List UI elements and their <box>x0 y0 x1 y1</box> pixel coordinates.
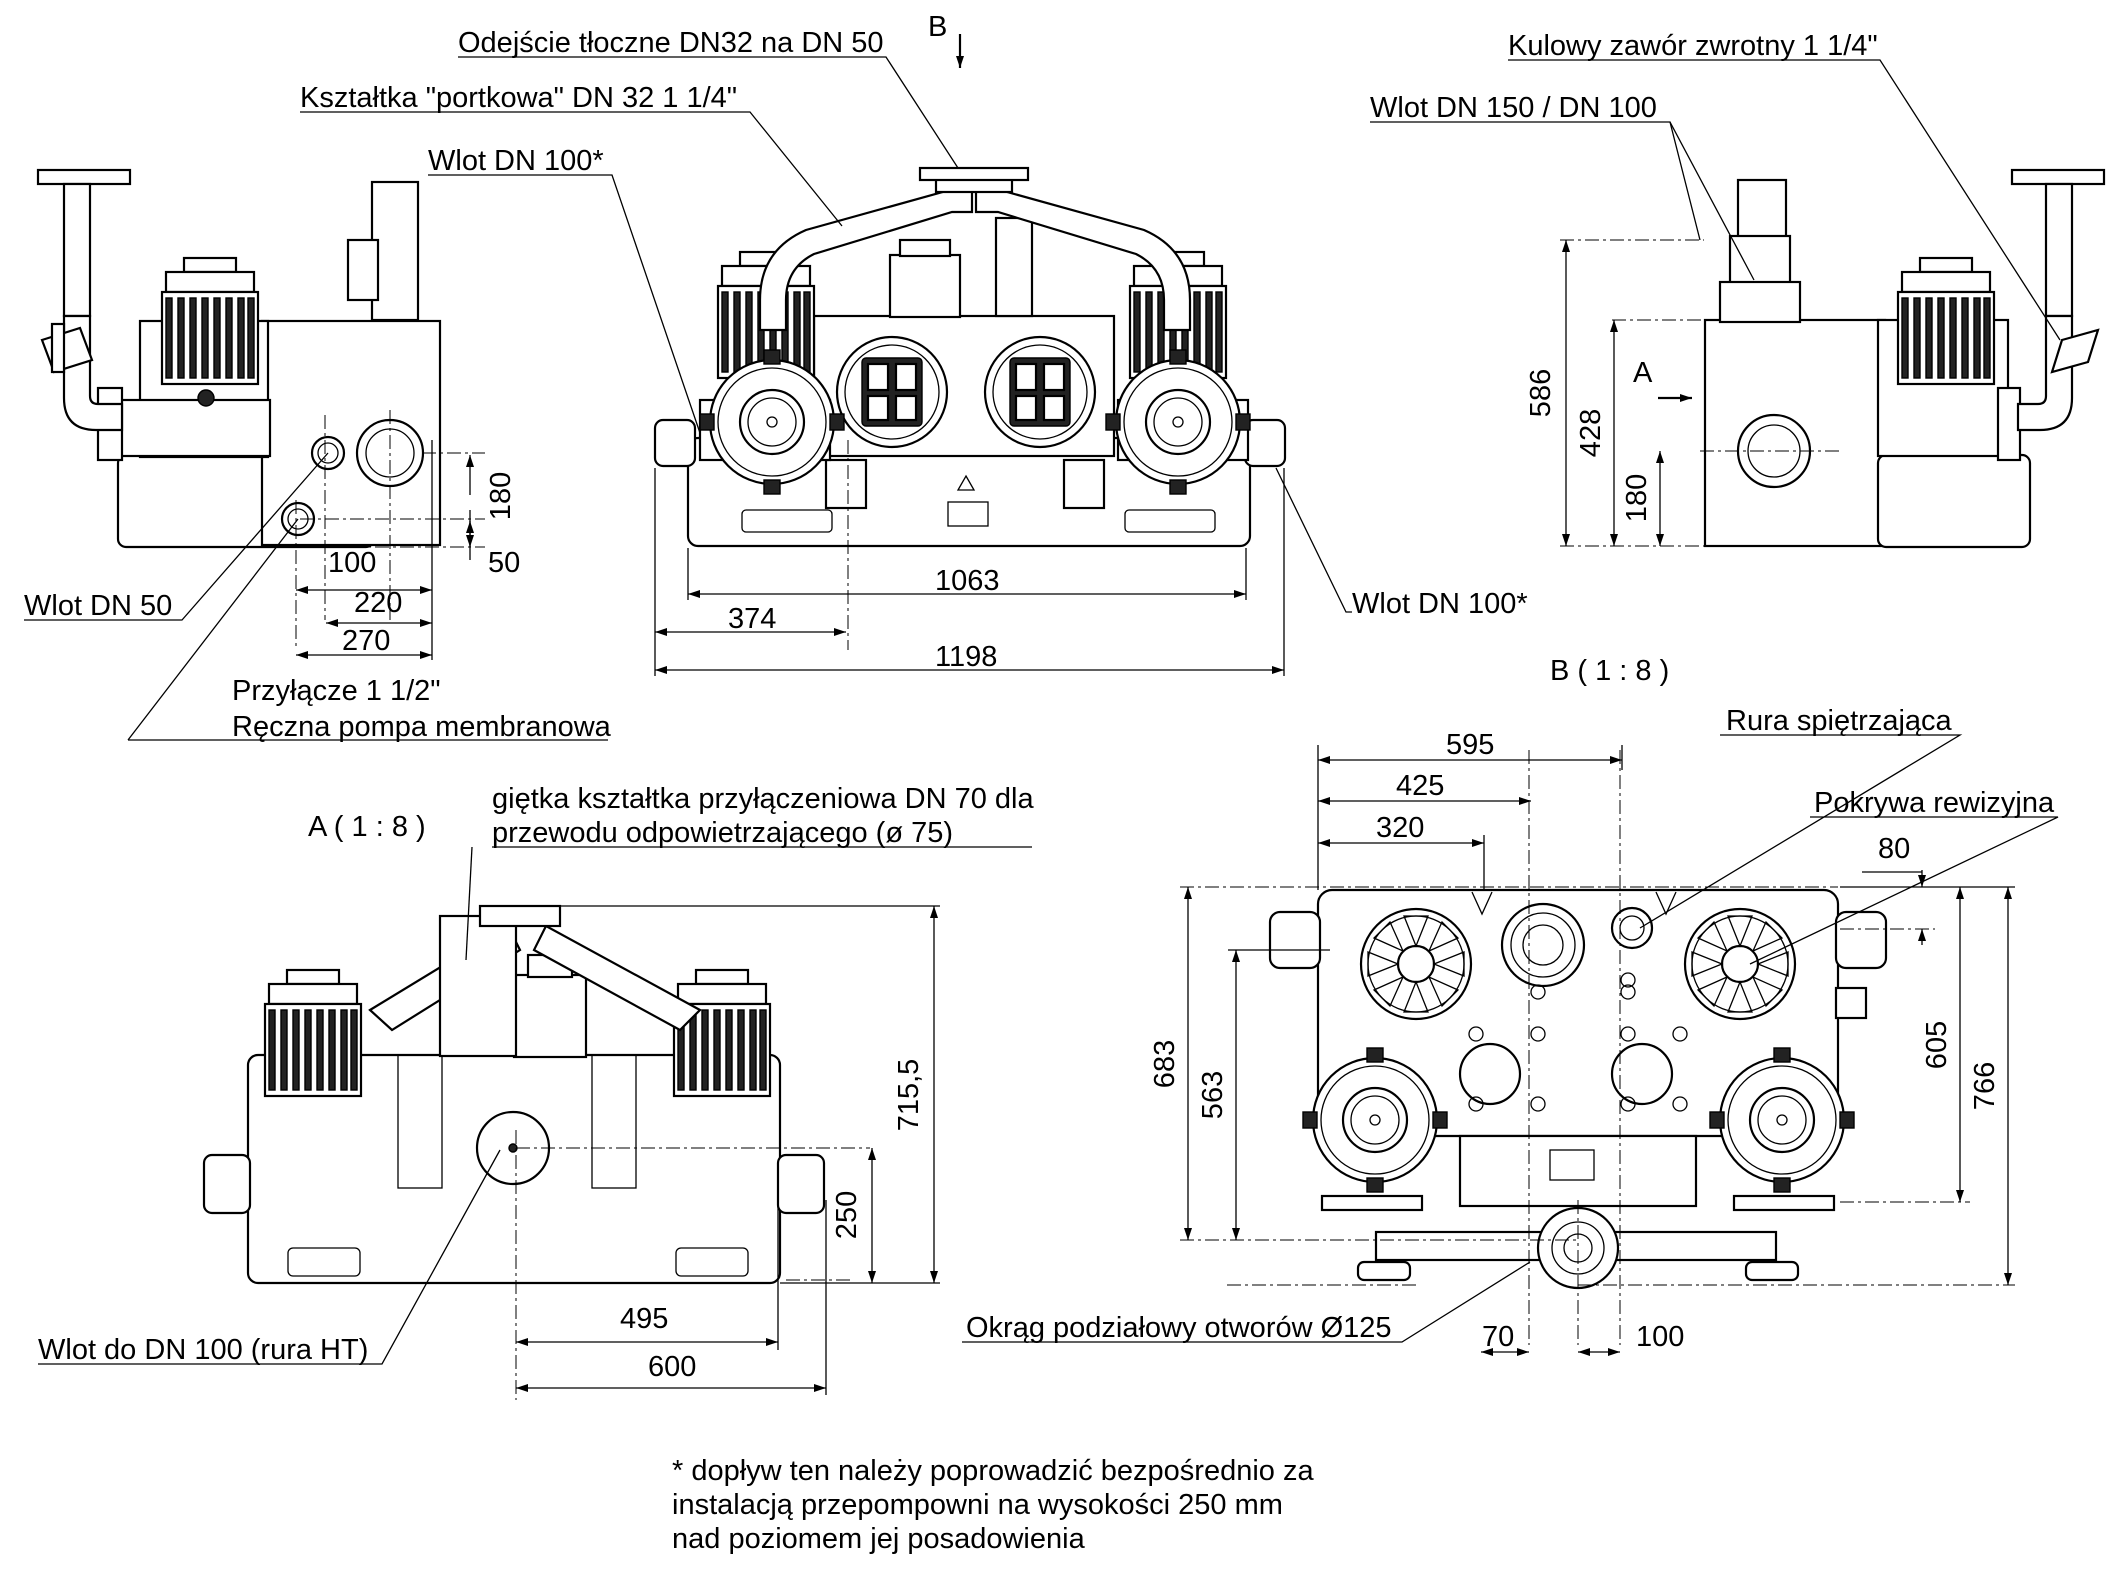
dim-50: 50 <box>488 547 520 579</box>
view-a-label: A ( 1 : 8 ) <box>308 811 426 843</box>
dim-100-b: 100 <box>1636 1321 1684 1353</box>
view-a <box>202 904 870 1400</box>
callout-vent-fitting-line1: giętka kształtka przyłączeniowa DN 70 dl… <box>492 783 1034 815</box>
dim-180-left: 180 <box>485 472 517 520</box>
dim-100: 100 <box>328 547 376 579</box>
callout-labels: Odejście tłoczne DN32 na DN 50 Kształtka… <box>24 27 2055 1366</box>
footnote-line1: * dopływ ten należy poprowadzić bezpośre… <box>672 1455 1314 1487</box>
callout-inspection-cover: Pokrywa rewizyjna <box>1814 787 2055 819</box>
front-view <box>653 166 1287 650</box>
callout-inlet-dn50: Wlot DN 50 <box>24 590 172 622</box>
callout-bolt-circle: Okrąg podziałowy otworów Ø125 <box>966 1312 1392 1344</box>
dim-428: 428 <box>1575 409 1607 457</box>
footnote: * dopływ ten należy poprowadzić bezpośre… <box>672 1455 1314 1555</box>
dim-250: 250 <box>831 1191 863 1239</box>
dim-320: 320 <box>1376 812 1424 844</box>
view-marker-b: B <box>928 11 947 43</box>
dim-600: 600 <box>648 1351 696 1383</box>
dimension-labels: 180 50 100 220 270 1063 374 1198 586 428… <box>328 369 2001 1383</box>
dim-766: 766 <box>1969 1062 2001 1110</box>
callout-inlet-dn150-100: Wlot DN 150 / DN 100 <box>1370 92 1657 124</box>
dim-563: 563 <box>1197 1071 1229 1119</box>
callout-inlet-dn100-top: Wlot DN 100* <box>428 145 604 177</box>
view-marker-a: A <box>1633 357 1653 389</box>
callout-inlet-dn100-right: Wlot DN 100* <box>1352 588 1528 620</box>
dim-586: 586 <box>1525 369 1557 417</box>
callout-trouser-fitting: Kształtka "portkowa" DN 32 1 1/4" <box>300 82 737 114</box>
dim-1198: 1198 <box>935 641 997 673</box>
dimension-lines <box>296 240 2015 1395</box>
footnote-line2: instalacją przepompowni na wysokości 250… <box>672 1489 1283 1521</box>
view-b-label: B ( 1 : 8 ) <box>1550 655 1669 687</box>
dim-425: 425 <box>1396 770 1444 802</box>
callout-inlet-ht: Wlot do DN 100 (rura HT) <box>38 1334 368 1366</box>
dim-715-5: 715,5 <box>893 1059 925 1132</box>
leader-lines <box>24 56 2061 1365</box>
view-b <box>1180 750 2015 1345</box>
dim-595: 595 <box>1446 729 1494 761</box>
side-view-right <box>1560 168 2106 549</box>
callout-vent-fitting-line2: przewodu odpowietrzającego (ø 75) <box>492 817 953 849</box>
dim-683: 683 <box>1149 1040 1181 1088</box>
callout-connection-line2: Ręczna pompa membranowa <box>232 711 612 743</box>
callout-discharge-outlet: Odejście tłoczne DN32 na DN 50 <box>458 27 884 59</box>
dim-180-right: 180 <box>1621 474 1653 522</box>
dim-80: 80 <box>1878 833 1910 865</box>
dim-495: 495 <box>620 1303 668 1335</box>
dim-220: 220 <box>354 587 402 619</box>
dim-270: 270 <box>342 625 390 657</box>
view-markers: B A A ( 1 : 8 ) B ( 1 : 8 ) <box>308 11 1692 843</box>
dim-1063: 1063 <box>935 565 1000 597</box>
dim-374: 374 <box>728 603 776 635</box>
callout-riser-pipe: Rura spiętrzająca <box>1726 705 1953 737</box>
dim-605: 605 <box>1921 1021 1953 1069</box>
dim-70: 70 <box>1482 1321 1514 1353</box>
footnote-line3: nad poziomem jej posadowienia <box>672 1523 1086 1555</box>
callout-ball-check-valve: Kulowy zawór zwrotny 1 1/4" <box>1508 30 1878 62</box>
callout-connection-line1: Przyłącze 1 1/2" <box>232 675 441 707</box>
side-view-left <box>36 168 485 650</box>
